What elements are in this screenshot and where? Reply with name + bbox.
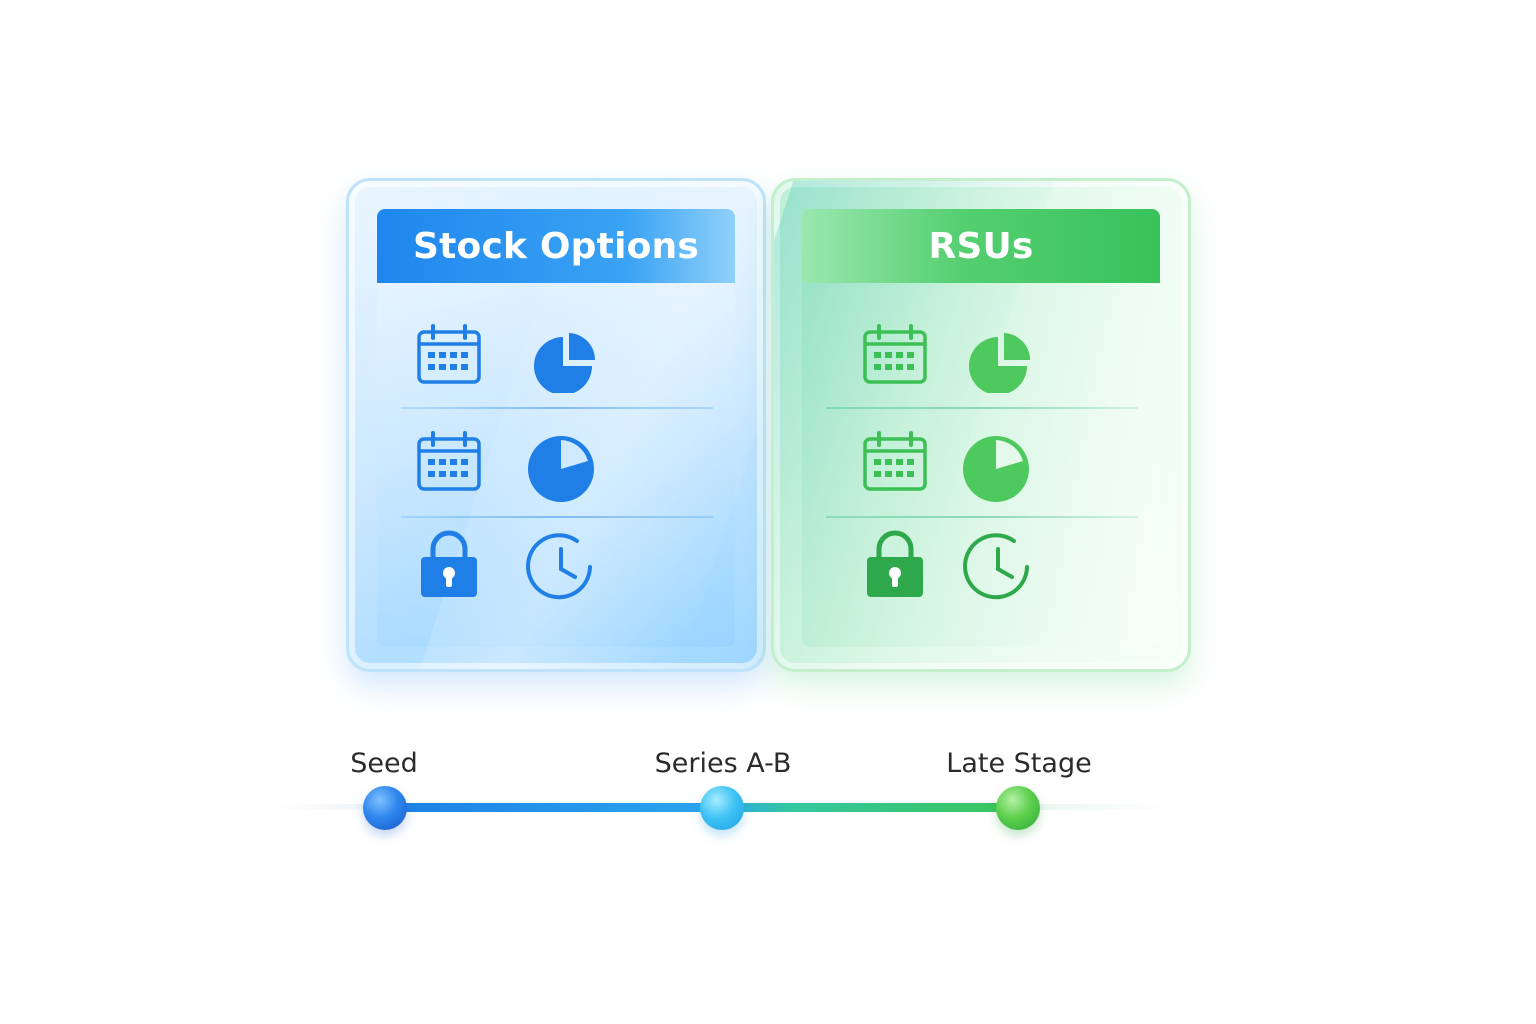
row-divider bbox=[401, 407, 713, 409]
lock-icon bbox=[421, 530, 477, 597]
calendar-icon bbox=[863, 431, 927, 491]
pie-chart-larger-slice-icon bbox=[528, 436, 594, 502]
stock-options-header: Stock Options bbox=[377, 209, 735, 283]
pie-chart-small-slice-icon bbox=[534, 333, 595, 393]
rsus-card: RSUs bbox=[771, 178, 1191, 672]
calendar-icon bbox=[863, 324, 927, 384]
stage-label-series-a-b: Series A-B bbox=[654, 748, 792, 779]
stage-node-series-a-b bbox=[700, 786, 744, 830]
rsus-header: RSUs bbox=[802, 209, 1160, 283]
stage-label-late-stage: Late Stage bbox=[946, 748, 1092, 779]
row-divider bbox=[826, 516, 1138, 518]
row-divider bbox=[826, 407, 1138, 409]
clock-icon bbox=[963, 533, 1029, 600]
stage-node-seed bbox=[363, 786, 407, 830]
calendar-icon bbox=[417, 324, 481, 384]
calendar-icon bbox=[417, 431, 481, 491]
stock-options-title: Stock Options bbox=[413, 225, 699, 267]
stage-label-seed: Seed bbox=[350, 748, 418, 779]
stock-options-card: Stock Options bbox=[346, 178, 766, 672]
pie-chart-small-slice-icon bbox=[969, 333, 1030, 393]
row-divider bbox=[401, 516, 713, 518]
rsus-title: RSUs bbox=[928, 225, 1034, 267]
stage-node-late-stage bbox=[996, 786, 1040, 830]
clock-icon bbox=[526, 533, 592, 600]
pie-chart-larger-slice-icon bbox=[963, 436, 1029, 502]
lock-icon bbox=[867, 530, 923, 597]
